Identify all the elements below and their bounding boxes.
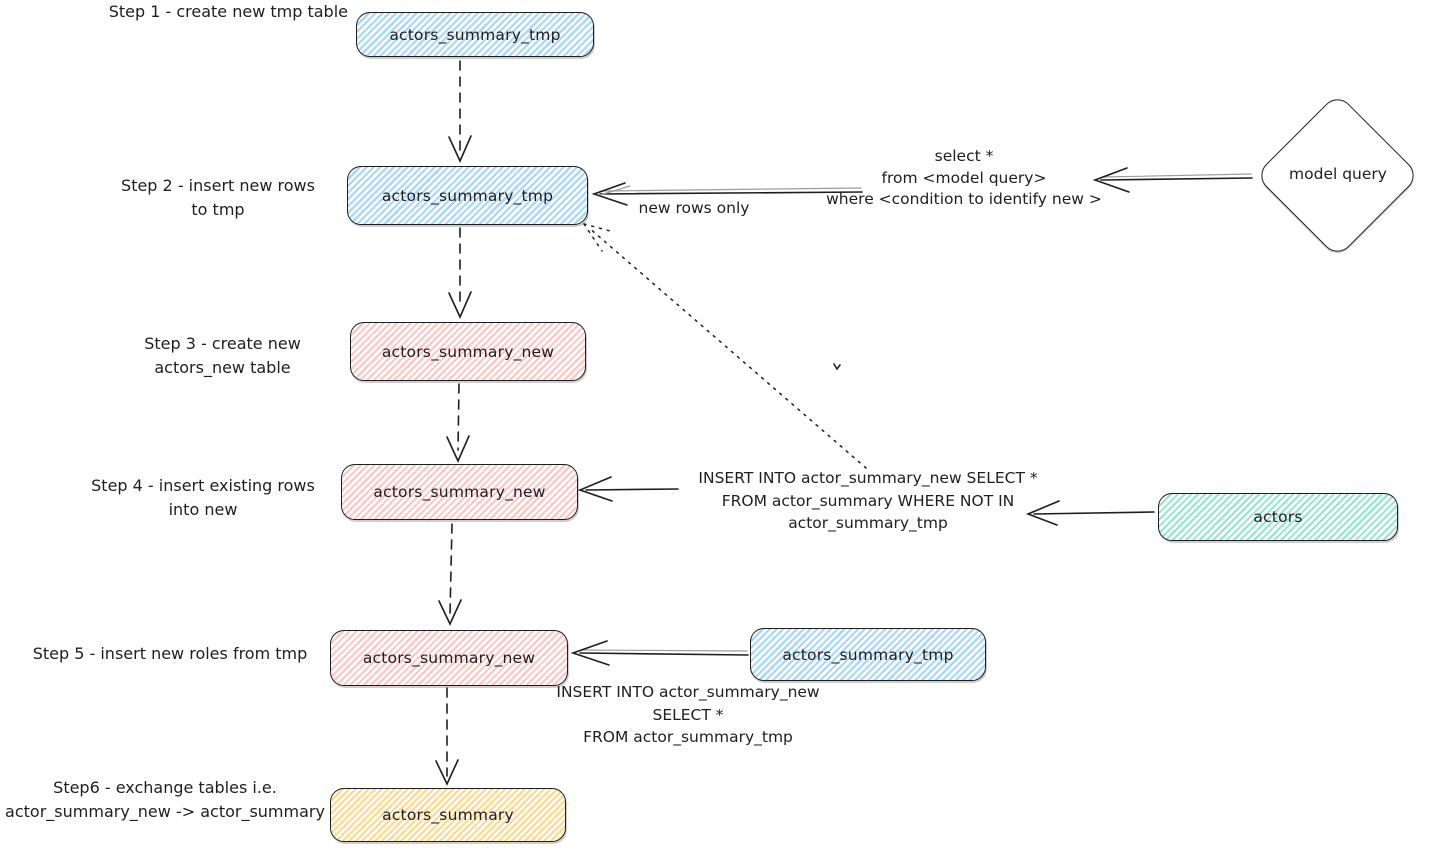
node-label: actors_summary_tmp [782, 645, 954, 664]
new-rows-only-label: new rows only [638, 199, 750, 217]
insert-notin-line3: actor_summary_tmp [788, 514, 948, 532]
select-query-line1: select * [934, 147, 994, 165]
node-actors-source[interactable]: actors [1158, 493, 1398, 541]
insert-fromtmp-text: INSERT INTO actor_summary_new SELECT * F… [528, 681, 848, 749]
step4-label: Step 4 - insert existing rows into new [58, 474, 348, 522]
node-step3-actors-summary-new[interactable]: actors_summary_new [350, 322, 586, 381]
step3-label-line2: actors_new table [154, 358, 291, 377]
node-step1-actors-summary-tmp[interactable]: actors_summary_tmp [356, 12, 594, 57]
arrow-step2-to-step3 [448, 227, 472, 319]
arrow-step1-to-step2 [448, 60, 472, 163]
step2-label-line1: Step 2 - insert new rows [121, 176, 315, 195]
step6-label: Step6 - exchange tables i.e. actor_summa… [0, 776, 330, 824]
arrow-tmp-source-to-step5 [570, 640, 749, 666]
step1-label: Step 1 - create new tmp table [0, 0, 348, 24]
node-step2-actors-summary-tmp[interactable]: actors_summary_tmp [347, 166, 588, 225]
step3-label-line1: Step 3 - create new [144, 334, 301, 353]
step4-label-line1: Step 4 - insert existing rows [91, 476, 315, 495]
node-label: actors_summary_new [381, 342, 555, 361]
arrow-insert-notin-to-step4 [577, 476, 679, 502]
insert-notin-line2: FROM actor_summary WHERE NOT IN [721, 491, 1015, 510]
step1-label-line1: Step 1 - create new tmp table [108, 2, 348, 21]
insert-fromtmp-line1: INSERT INTO actor_summary_new [556, 683, 820, 701]
select-query-line2: from <model query> [881, 168, 1047, 187]
insert-notin-line1: INSERT INTO actor_summary_new SELECT * [698, 469, 1038, 487]
arrow-step3-to-step4 [446, 383, 470, 463]
insert-notin-text: INSERT INTO actor_summary_new SELECT * F… [668, 467, 1068, 535]
select-query-line3: where <condition to identify new > [826, 190, 1102, 208]
insert-fromtmp-line2: SELECT * [652, 705, 724, 724]
step5-label-line1: Step 5 - insert new roles from tmp [32, 644, 308, 663]
node-label: actors_summary_tmp [389, 25, 561, 44]
node-step4-actors-summary-new[interactable]: actors_summary_new [341, 464, 578, 520]
step6-label-line2: actor_summary_new -> actor_summary [5, 802, 325, 821]
node-label: actors_summary [382, 806, 514, 824]
step6-label-line1: Step6 - exchange tables i.e. [53, 778, 277, 797]
select-query-text: select * from <model query> where <condi… [788, 146, 1140, 211]
step3-label: Step 3 - create new actors_new table [80, 332, 365, 380]
node-step5-actors-summary-new[interactable]: actors_summary_new [330, 630, 568, 686]
node-label: actors_summary_new [373, 483, 546, 501]
node-label: actors_summary_tmp [381, 186, 554, 205]
arrow-step4-to-step5 [438, 523, 462, 626]
node-label: actors [1253, 508, 1303, 526]
step5-label: Step 5 - insert new roles from tmp [20, 642, 320, 666]
node-label: actors_summary_new [362, 649, 536, 667]
step4-label-line2: into new [168, 500, 238, 519]
insert-fromtmp-line3: FROM actor_summary_tmp [583, 728, 793, 746]
step2-label-line2: to tmp [191, 200, 245, 219]
node-tmp-source-actors-summary-tmp[interactable]: actors_summary_tmp [750, 628, 986, 681]
model-query-label: model query [1289, 165, 1387, 183]
step2-label: Step 2 - insert new rows to tmp [60, 174, 376, 222]
node-result-actors-summary[interactable]: actors_summary [330, 788, 566, 842]
dotted-arrow-step2-to-insert-notin [583, 223, 867, 469]
arrow-step5-to-step6 [435, 687, 459, 786]
stray-mark [833, 363, 841, 371]
